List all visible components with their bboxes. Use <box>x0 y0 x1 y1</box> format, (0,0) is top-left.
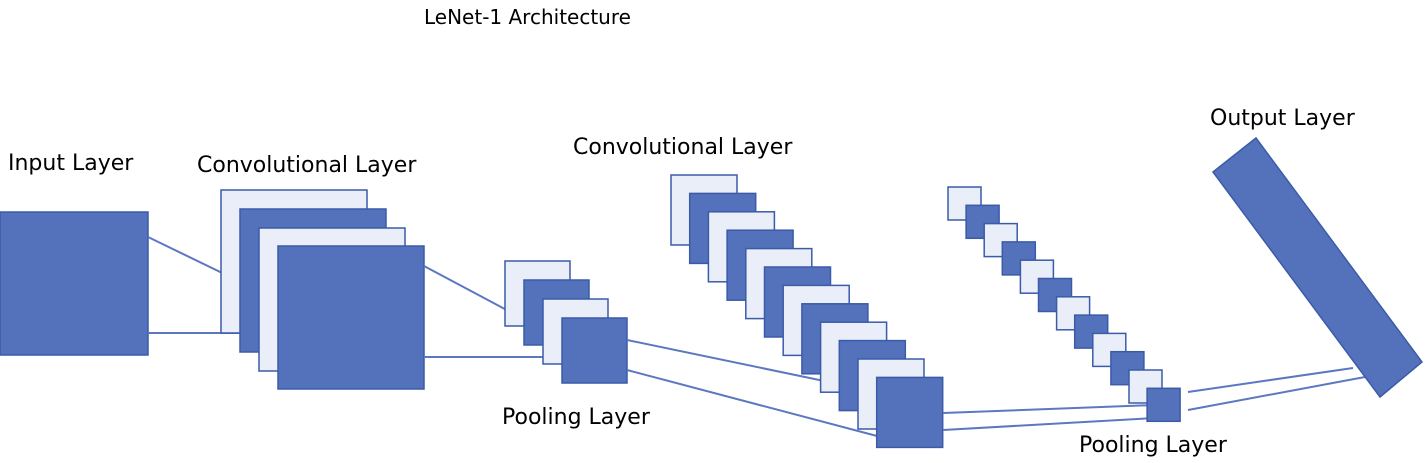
input-layer-square <box>0 211 149 356</box>
pool2-layer-label: Pooling Layer <box>1079 433 1227 458</box>
diagram-title: LeNet-1 Architecture <box>424 5 631 29</box>
conv2-layer-label: Convolutional Layer <box>573 135 793 160</box>
conv2-feature-map <box>875 376 944 449</box>
conv1-feature-map <box>277 245 425 390</box>
connector-conv2-pool2-bottom <box>942 417 1156 431</box>
pool1-feature-map <box>561 317 628 384</box>
output-layer-label: Output Layer <box>1210 106 1355 131</box>
conv1-layer-label: Convolutional Layer <box>197 153 417 178</box>
output-layer-bar <box>1211 136 1424 399</box>
input-layer-label: Input Layer <box>8 151 134 176</box>
connector-conv2-pool2-top <box>942 404 1156 414</box>
connector-pool2-output-top <box>1187 367 1354 393</box>
pool2-feature-map <box>1019 259 1055 294</box>
pool2-feature-map <box>1146 387 1181 423</box>
pool1-layer-label: Pooling Layer <box>502 405 650 430</box>
connector-pool1-conv2-bottom <box>626 369 878 437</box>
connector-pool2-output-bottom <box>1187 376 1366 411</box>
